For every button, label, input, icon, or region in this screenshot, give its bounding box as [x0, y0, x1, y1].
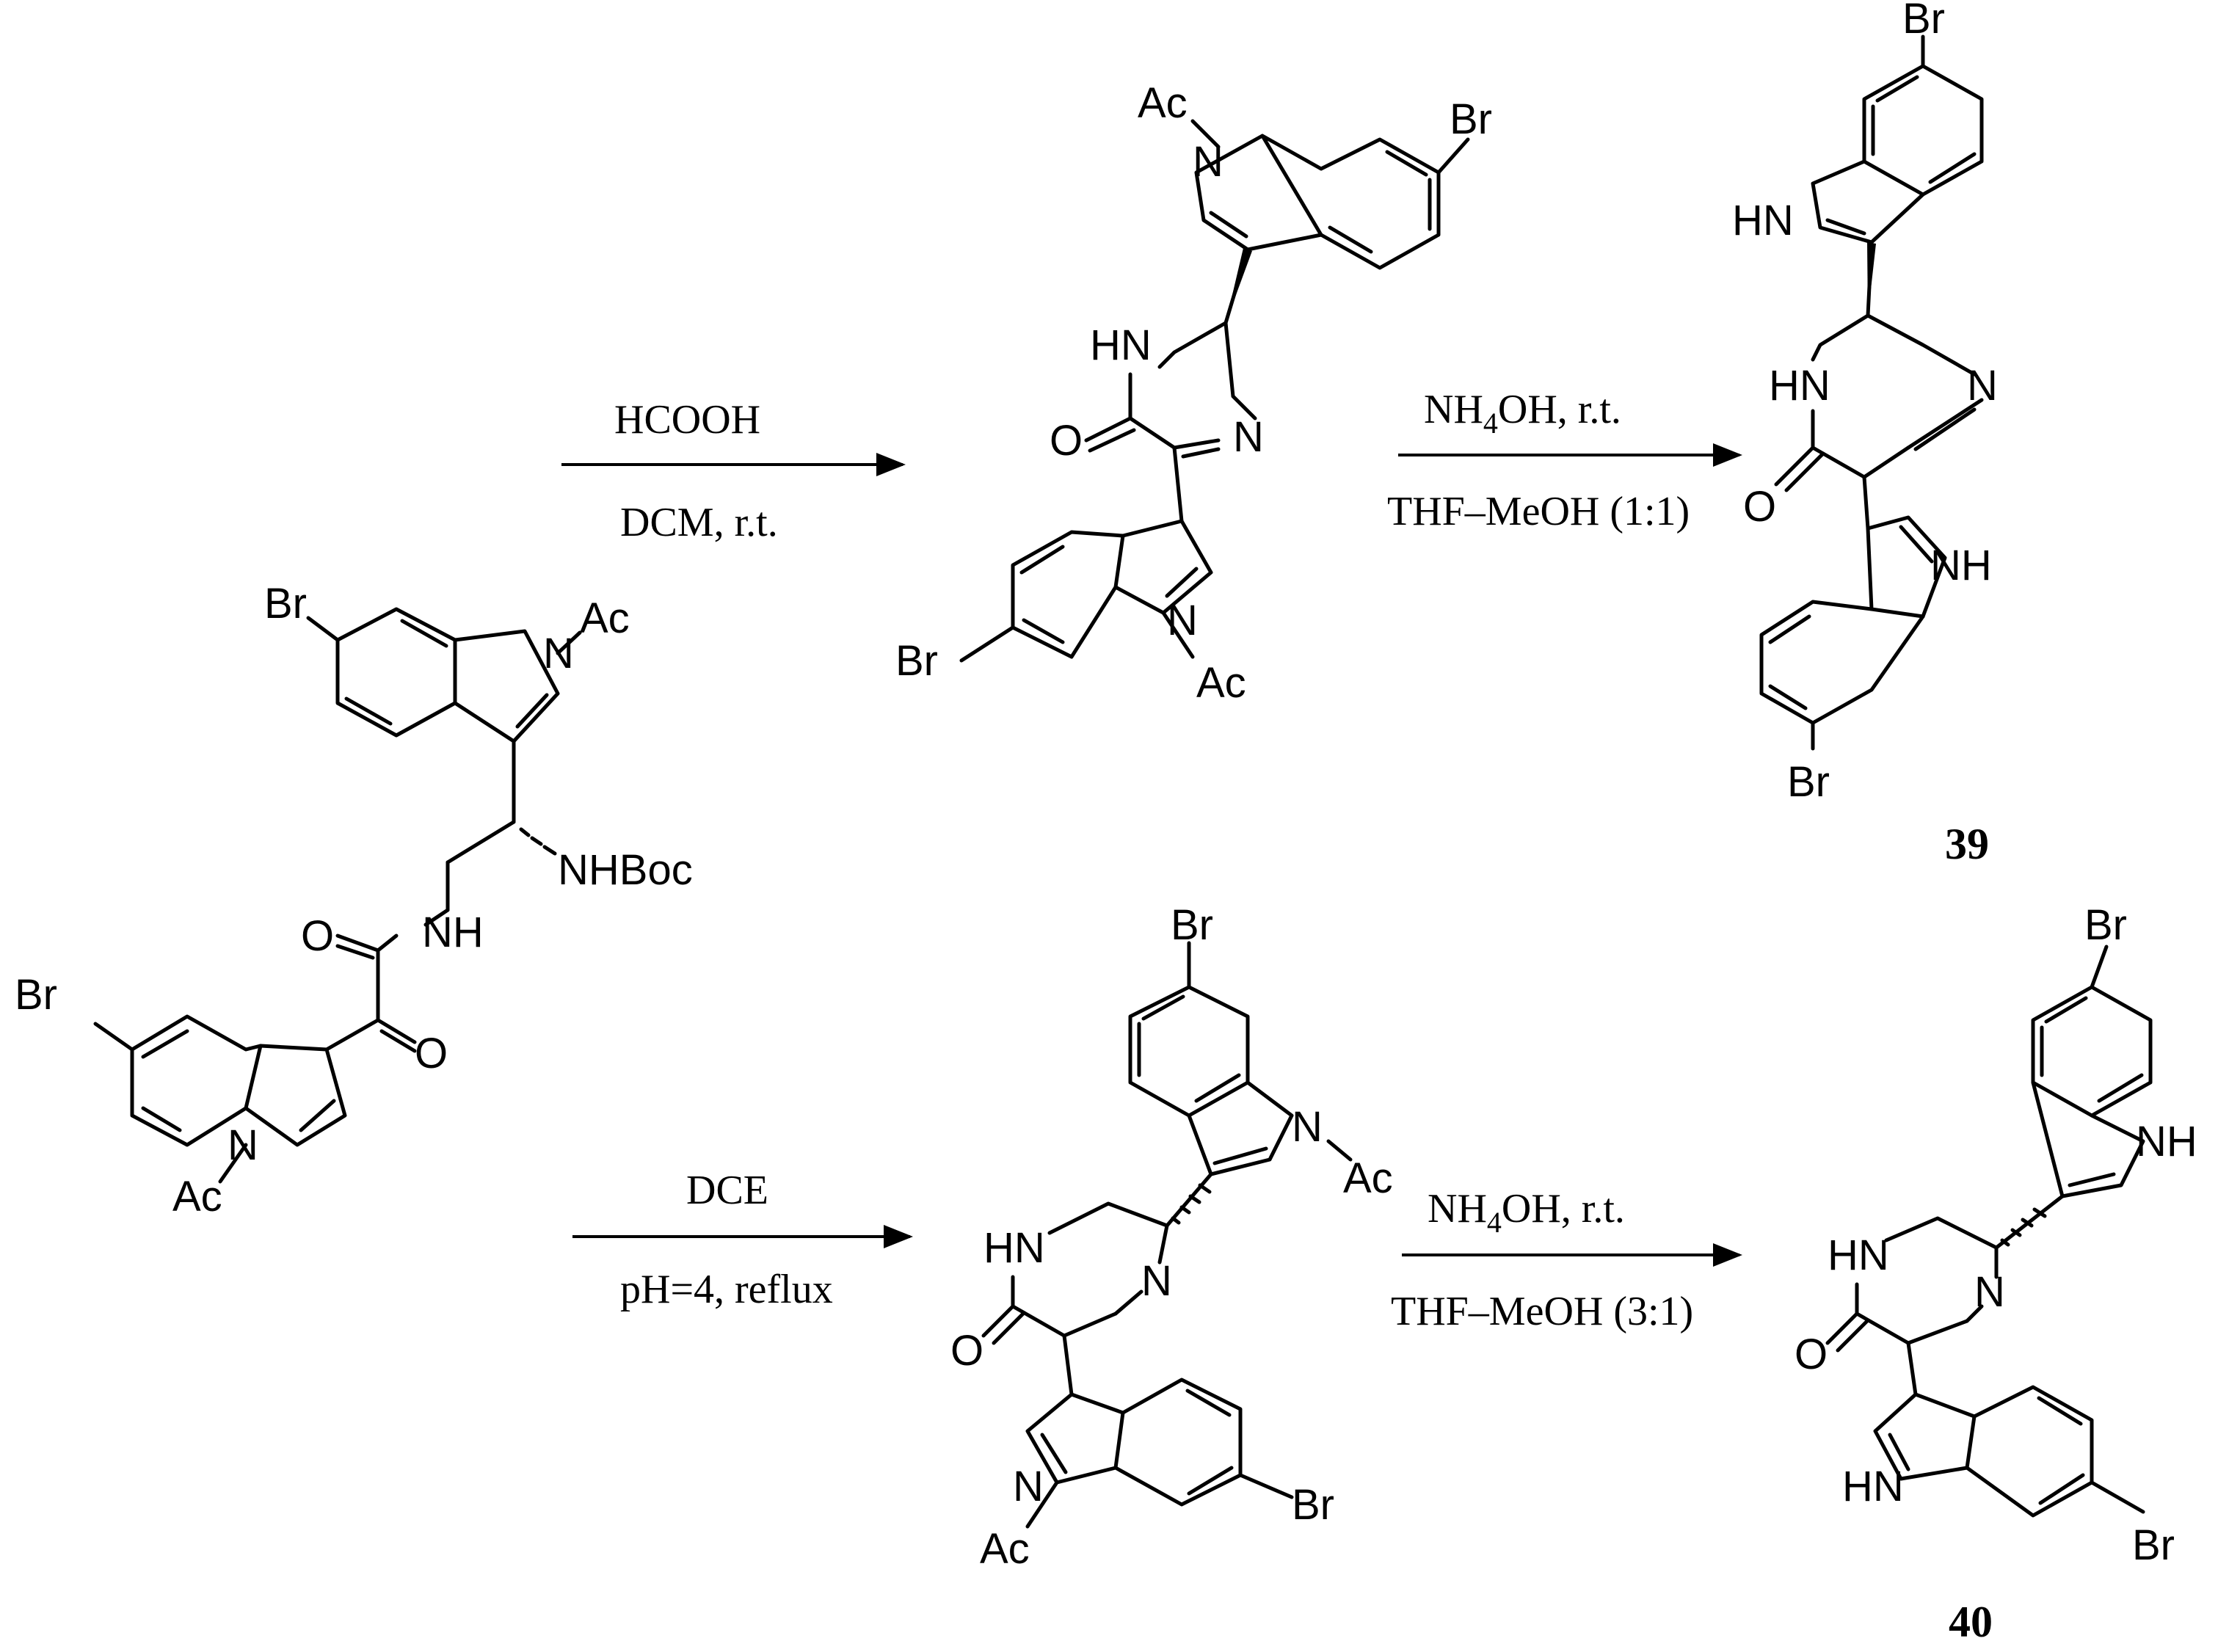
- atom-ac-int1a: Ac: [1138, 79, 1188, 127]
- compound-label-39: 39: [1945, 820, 1989, 868]
- atom-br-int1a: Br: [1450, 95, 1492, 143]
- cond-step3-bottom: pH=4, reflux: [620, 1267, 833, 1312]
- atom-br-39a: Br: [1902, 0, 1945, 43]
- atom-br-40a: Br: [2084, 901, 2127, 949]
- atom-o-int1: O: [1050, 417, 1083, 465]
- atom-n-39: N: [1967, 362, 1998, 410]
- atom-br-sm2: Br: [15, 971, 57, 1019]
- cond-step3-top: DCE: [686, 1168, 768, 1213]
- product-40: [1825, 945, 2153, 1518]
- atom-o-int2: O: [950, 1327, 983, 1375]
- atom-br-int2b: Br: [1292, 1481, 1334, 1529]
- atom-nhboc: NHBoc: [558, 846, 693, 894]
- cond-step4-top: NH4OH, r.t.: [1428, 1186, 1625, 1239]
- starting-material: [93, 607, 582, 1184]
- atom-hn-39a: HN: [1732, 197, 1794, 244]
- atom-n-int1a: N: [1193, 138, 1223, 186]
- atom-ac-int2b: Ac: [980, 1525, 1030, 1573]
- atom-br-int1b: Br: [895, 637, 938, 685]
- atom-ac-int1b: Ac: [1196, 659, 1246, 707]
- stereo-dash: [519, 827, 557, 856]
- atom-o-sm2: O: [415, 1030, 448, 1077]
- atom-br-39b: Br: [1787, 758, 1830, 806]
- atom-br-int2a: Br: [1171, 901, 1213, 949]
- atom-hn-39b: HN: [1769, 362, 1830, 410]
- atom-n-int1c: N: [1167, 597, 1198, 644]
- atom-br-sm1: Br: [264, 580, 307, 627]
- atom-n-int2b: N: [1141, 1257, 1172, 1305]
- atom-o-sm1: O: [301, 912, 334, 960]
- atom-nh-sm: NH: [422, 909, 484, 956]
- atom-nh-40: NH: [2136, 1118, 2197, 1165]
- intermediate-top: [959, 119, 1470, 663]
- atom-hn-int1: HN: [1090, 321, 1152, 369]
- compound-label-40: 40: [1949, 1598, 1993, 1646]
- cond-step2-top: NH4OH, r.t.: [1424, 387, 1621, 440]
- cond-step2-bottom: THF–MeOH (1:1): [1387, 489, 1690, 534]
- cond-step1-bottom: DCM, r.t.: [620, 500, 778, 545]
- atom-n-int1b: N: [1233, 413, 1264, 461]
- atom-o-39: O: [1743, 483, 1776, 531]
- product-39: [1759, 34, 1984, 751]
- atom-o-40: O: [1795, 1331, 1828, 1378]
- intermediate-bottom: [981, 941, 1353, 1529]
- atom-n-int2c: N: [1013, 1463, 1044, 1510]
- stereo-wedge-top: [1226, 248, 1252, 323]
- atom-ac-sm1: Ac: [580, 594, 630, 642]
- atom-n-40: N: [1974, 1268, 2005, 1316]
- atom-hn-40a: HN: [1828, 1231, 1889, 1279]
- atom-ac-int2a: Ac: [1343, 1154, 1393, 1202]
- cond-step4-bottom: THF–MeOH (3:1): [1391, 1289, 1693, 1334]
- atom-n-sm2: N: [228, 1121, 258, 1169]
- atom-hn-40b: HN: [1842, 1463, 1904, 1510]
- stereo-dash-int2: [1171, 1183, 1212, 1225]
- atom-n-sm1: N: [543, 630, 574, 677]
- atom-hn-int2: HN: [983, 1224, 1045, 1272]
- cond-step1-top: HCOOH: [614, 397, 760, 443]
- atom-br-40b: Br: [2132, 1521, 2175, 1569]
- stereo-wedge-39: [1867, 242, 1876, 316]
- atom-n-int2a: N: [1292, 1103, 1323, 1151]
- stereo-dash-40: [2000, 1207, 2047, 1247]
- atom-ac-sm2: Ac: [172, 1173, 222, 1220]
- atom-nh-39: NH: [1930, 542, 1992, 589]
